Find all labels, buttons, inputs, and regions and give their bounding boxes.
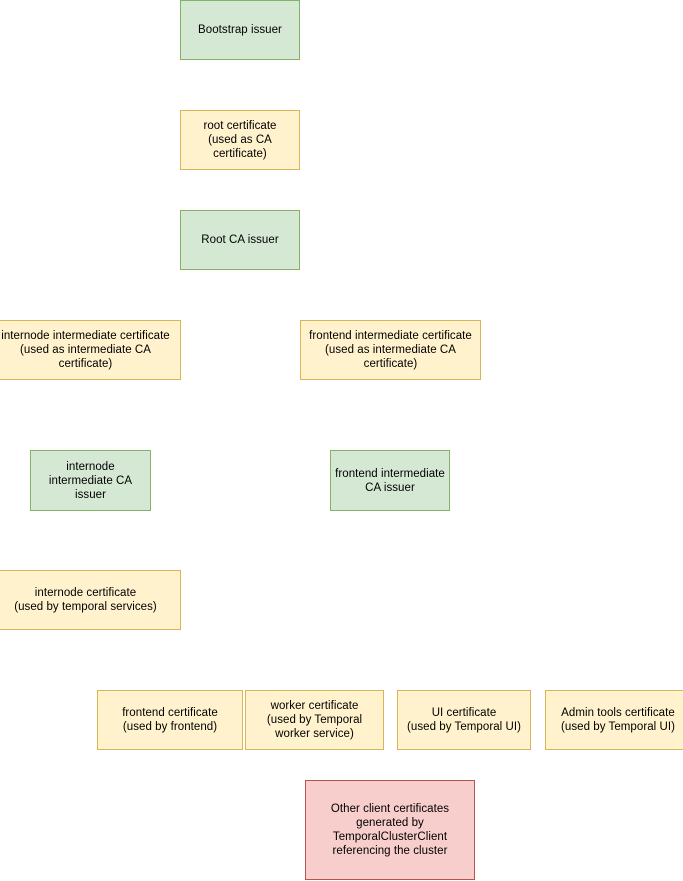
edge-frontend-issuer-to-frontend-cert-segment-across: [170, 600, 390, 602]
node-label-internode-intermediate-ca-issuer: internode intermediate CA issuer: [48, 460, 133, 501]
edge-frontend-issuer-to-admin-tools-cert-segment-down: [390, 511, 391, 601]
node-other-client-certificates[interactable]: Other client certificates generated by T…: [305, 780, 475, 880]
edge-frontend-issuer-to-ui-cert-segment-down: [390, 511, 391, 601]
edge-frontend-issuer-to-ui-cert-segment-across: [390, 600, 464, 602]
edge-root-ca-issuer-to-frontend-intermediate-cert-segment-down: [240, 270, 241, 295]
node-internode-certificate[interactable]: internode certificate (used by temporal …: [0, 570, 181, 630]
edge-bootstrap-to-root-cert-segment-down: [240, 60, 241, 85]
edge-internode-issuer-to-internode-cert-segment-in: [85, 540, 87, 565]
edge-frontend-intermediate-cert-to-issuer-segment-in: [390, 415, 391, 445]
node-label-root-certificate: root certificate (used as CA certificate…: [203, 120, 277, 160]
edge-internode-intermediate-cert-to-issuer-segment-in: [90, 415, 92, 445]
edge-root-ca-issuer-to-internode-intermediate-cert-segment-down: [240, 270, 241, 295]
edge-root-ca-issuer-to-frontend-intermediate-cert-segment-across: [240, 295, 391, 296]
edge-internode-issuer-to-internode-cert-segment-across: [85, 540, 91, 542]
edge-frontend-issuer-to-worker-cert-segment-down: [390, 511, 391, 601]
node-label-ui-certificate: UI certificate (used by Temporal UI): [407, 707, 521, 733]
node-frontend-intermediate-ca-issuer[interactable]: frontend intermediate CA issuer: [330, 450, 450, 511]
node-root-ca-issuer[interactable]: Root CA issuer: [180, 210, 300, 270]
node-worker-certificate[interactable]: worker certificate (used by Temporal wor…: [245, 690, 384, 750]
node-label-bootstrap-issuer: Bootstrap issuer: [198, 24, 282, 36]
edge-bootstrap-to-root-cert-segment-in: [240, 85, 241, 105]
node-frontend-intermediate-certificate[interactable]: frontend intermediate certificate (used …: [300, 320, 481, 380]
edge-internode-issuer-to-internode-cert-segment-down: [90, 511, 92, 541]
node-ui-certificate[interactable]: UI certificate (used by Temporal UI): [397, 690, 531, 750]
node-label-internode-intermediate-certificate: internode intermediate certificate (used…: [1, 330, 170, 370]
node-label-frontend-intermediate-certificate: frontend intermediate certificate (used …: [309, 330, 472, 370]
edge-frontend-intermediate-cert-to-issuer-segment-down: [390, 380, 392, 415]
edge-internode-intermediate-cert-to-issuer-segment-across: [85, 415, 91, 416]
edge-root-ca-issuer-to-frontend-intermediate-cert-segment-in: [390, 295, 392, 315]
node-root-certificate[interactable]: root certificate (used as CA certificate…: [180, 110, 300, 170]
edge-frontend-issuer-to-ui-cert-segment-in: [464, 600, 465, 685]
edge-frontend-issuer-to-worker-cert-segment-in: [314, 600, 316, 685]
edge-root-cert-to-root-ca-issuer-segment-down: [240, 170, 241, 190]
node-label-frontend-intermediate-ca-issuer: frontend intermediate CA issuer: [335, 467, 445, 494]
edge-frontend-issuer-to-other-client-certs-segment-in: [390, 645, 391, 775]
node-label-internode-certificate: internode certificate (used by temporal …: [14, 587, 157, 613]
edge-frontend-issuer-to-frontend-cert-segment-down: [390, 511, 391, 601]
node-label-other-client-certificates: Other client certificates generated by T…: [330, 803, 450, 857]
edge-frontend-issuer-to-worker-cert-segment-across: [314, 600, 390, 602]
edge-root-cert-to-root-ca-issuer-segment-in: [240, 190, 241, 205]
node-internode-intermediate-ca-issuer[interactable]: internode intermediate CA issuer: [30, 450, 151, 511]
node-bootstrap-issuer[interactable]: Bootstrap issuer: [180, 0, 300, 60]
node-label-admin-tools-certificate: Admin tools certificate (used by Tempora…: [561, 707, 675, 733]
node-label-frontend-certificate: frontend certificate (used by frontend): [122, 707, 218, 733]
node-admin-tools-certificate[interactable]: Admin tools certificate (used by Tempora…: [545, 690, 683, 750]
node-label-root-ca-issuer: Root CA issuer: [201, 234, 279, 246]
node-label-worker-certificate: worker certificate (used by Temporal wor…: [266, 700, 363, 740]
edge-frontend-issuer-to-admin-tools-cert-segment-in: [618, 600, 619, 685]
edge-root-ca-issuer-to-internode-intermediate-cert-segment-in: [85, 295, 87, 315]
edge-root-ca-issuer-to-internode-intermediate-cert-segment-across: [85, 295, 240, 296]
node-frontend-certificate[interactable]: frontend certificate (used by frontend): [97, 690, 243, 750]
edge-frontend-issuer-to-admin-tools-cert-segment-across: [390, 600, 618, 602]
edge-frontend-issuer-to-other-client-certs-segment-down: [390, 511, 391, 646]
edge-internode-intermediate-cert-to-issuer-segment-down: [85, 380, 87, 415]
node-internode-intermediate-certificate[interactable]: internode intermediate certificate (used…: [0, 320, 181, 380]
